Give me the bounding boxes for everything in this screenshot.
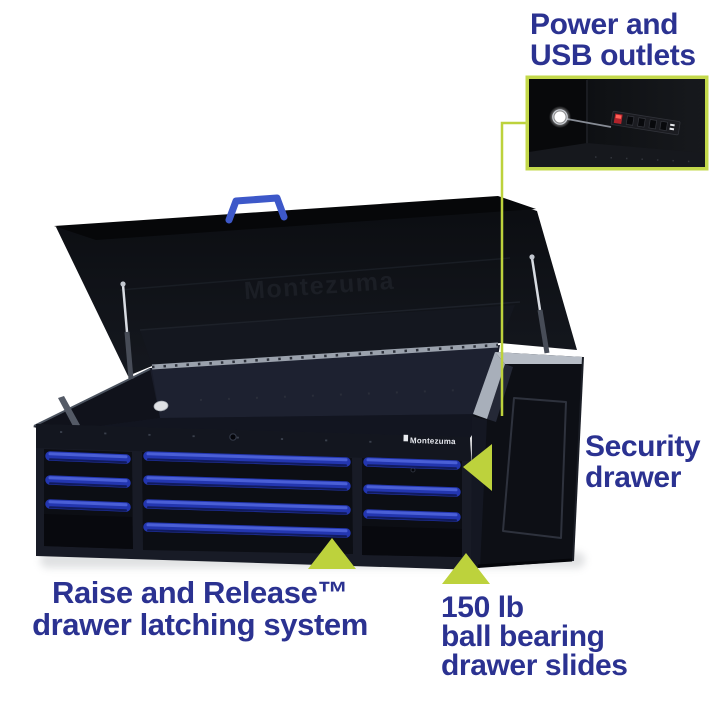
drawer-rail	[45, 475, 131, 488]
raise-release-label-line2: drawer latching system	[32, 607, 368, 642]
power-usb-label: Power and USB outlets	[530, 9, 696, 71]
panel-chamfer-top	[495, 352, 583, 364]
drawer-rail	[363, 457, 461, 470]
lid-handle	[225, 194, 288, 224]
gas-strut-left	[120, 281, 134, 380]
drawer-rail	[143, 522, 351, 538]
security-label-line2: drawer	[585, 461, 681, 494]
front-top-rail	[36, 424, 470, 461]
drawer-slides-label-line1: 150 lb	[441, 591, 524, 624]
chest-interior	[33, 342, 500, 438]
power-usb-label-line2: USB outlets	[530, 39, 696, 72]
raise-release-label: Raise and Release™ drawer latching syste…	[10, 577, 390, 641]
panel-inner-edge	[487, 364, 513, 422]
drawer-rail	[143, 451, 351, 467]
security-label: Security drawer	[585, 430, 701, 494]
drawer-rail	[363, 509, 461, 522]
drawer-rail	[143, 475, 351, 491]
drawer-slides-label-line2: ball bearing	[441, 620, 605, 653]
inset-border	[525, 75, 709, 171]
security-arrow-icon	[463, 444, 492, 491]
hinge-rivet-strip	[151, 342, 499, 370]
gas-strut-right	[529, 254, 550, 354]
drawer-rail	[363, 484, 461, 497]
raise-arrow-icon	[308, 538, 356, 569]
drawer-rail	[45, 499, 131, 512]
drawer-rail	[143, 499, 351, 515]
security-label-line1: Security	[585, 430, 701, 463]
inset-floor	[529, 143, 705, 167]
connector-line	[500, 121, 526, 416]
interior-hole	[153, 400, 169, 412]
panel-recess-outline	[502, 397, 567, 539]
svg-text:Montezuma: Montezuma	[410, 436, 456, 446]
drawer-slides-label-line3: drawer slides	[441, 649, 628, 682]
drawer-rail	[45, 451, 131, 464]
power-outlets	[625, 115, 668, 132]
work-light	[549, 106, 612, 128]
front-logo: Montezuma	[403, 434, 456, 446]
slides-arrow-icon	[442, 553, 490, 584]
drawer-keyhole	[410, 467, 416, 473]
lid: Montezuma	[54, 196, 577, 376]
panel-chamfer-front	[473, 352, 505, 419]
lock-keyhole	[229, 433, 237, 441]
power-usb-label-line1: Power and	[530, 8, 679, 41]
raise-release-label-line1: Raise and Release™	[51, 575, 349, 610]
deep-drawer-right	[362, 526, 462, 557]
deep-drawer-left	[44, 514, 133, 549]
drawer-slides-label: 150 lb ball bearing drawer slides	[441, 591, 628, 682]
power-strip	[610, 110, 681, 136]
usb-ports	[669, 123, 675, 131]
power-inset	[525, 75, 709, 171]
front-drawers: Montezuma	[36, 424, 478, 570]
